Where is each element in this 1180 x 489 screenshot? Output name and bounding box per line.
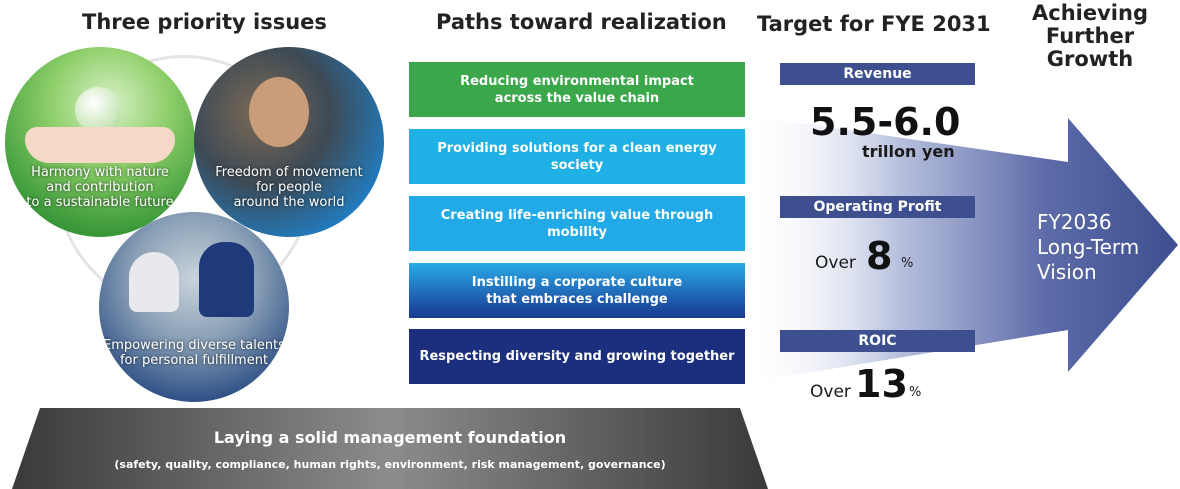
operating-profit-bar: Operating Profit (780, 196, 975, 218)
heading-target: Target for FYE 2031 (757, 12, 991, 36)
operating-profit-value: 8 (866, 234, 893, 278)
roic-value: 13 (855, 362, 908, 406)
operating-profit-unit: % (901, 256, 914, 271)
roic-unit: % (909, 385, 922, 400)
roic-bar: ROIC (780, 330, 975, 352)
path-environment: Reducing environmental impact across the… (409, 62, 745, 117)
circle-mobility: Freedom of movement for people around th… (194, 47, 384, 237)
roic-prefix: Over (810, 382, 851, 402)
circle-talent: Empowering diverse talents for personal … (99, 212, 289, 402)
heading-paths: Paths toward realization (436, 10, 727, 34)
revenue-unit: trillon yen (862, 142, 955, 161)
circle-nature-label: Harmony with nature and contribution to … (26, 165, 174, 210)
hands-icon (25, 127, 175, 163)
foundation-title: Laying a solid management foundation (213, 428, 567, 447)
heading-priority-issues: Three priority issues (82, 10, 327, 34)
heading-growth: Achieving Further Growth (1032, 1, 1148, 71)
people-icon (129, 252, 179, 312)
foundation-subtitle: (safety, quality, compliance, human righ… (114, 458, 666, 471)
path-clean-energy: Providing solutions for a clean energy s… (409, 129, 745, 184)
vision-label: FY2036 Long-Term Vision (1037, 210, 1140, 284)
revenue-value: 5.5-6.0 (810, 100, 961, 144)
circle-talent-label: Empowering diverse talents for personal … (103, 338, 285, 368)
path-culture: Instilling a corporate culture that embr… (409, 263, 745, 318)
child-face-icon (249, 77, 309, 147)
path-mobility: Creating life-enriching value through mo… (409, 196, 745, 251)
worker-icon (199, 242, 254, 317)
path-diversity: Respecting diversity and growing togethe… (409, 329, 745, 384)
hands-globe-icon (75, 87, 121, 133)
revenue-bar: Revenue (780, 63, 975, 85)
circle-mobility-label: Freedom of movement for people around th… (215, 165, 363, 210)
foundation-shape (12, 408, 768, 489)
circle-nature: Harmony with nature and contribution to … (5, 47, 195, 237)
operating-profit-prefix: Over (815, 253, 856, 273)
